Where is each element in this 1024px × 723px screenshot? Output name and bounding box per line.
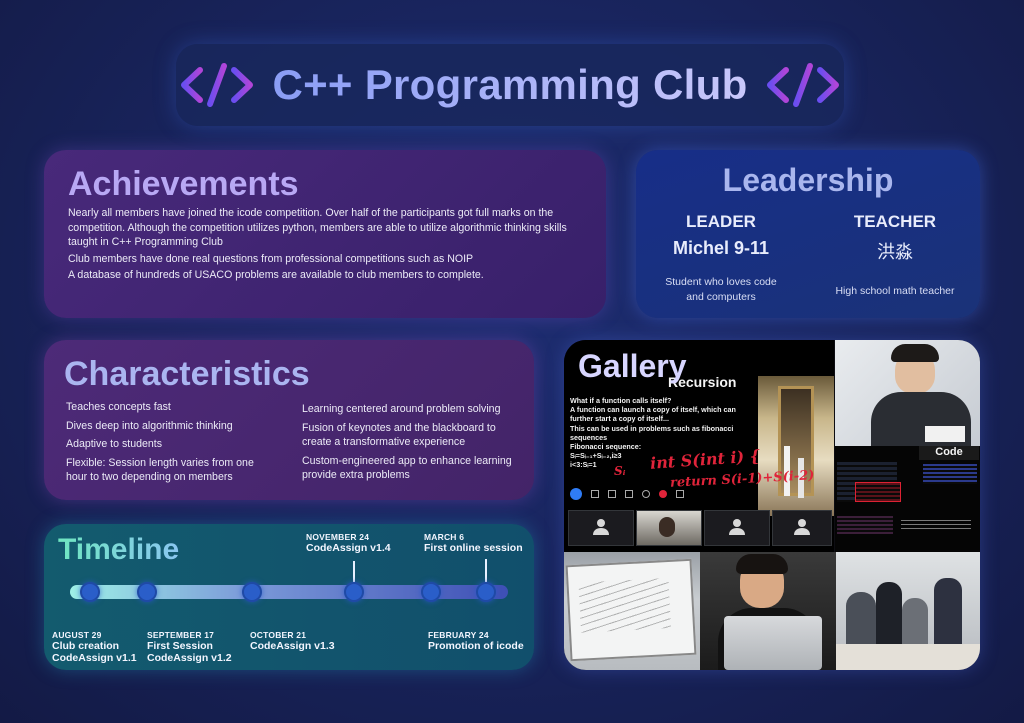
timeline-dot	[242, 582, 262, 602]
slide-line: Sᵢ=Sᵢ₋₁+Sᵢ₋₂,i≥3	[570, 451, 622, 461]
leader-name: Michel 9-11	[672, 238, 770, 258]
video-tile	[568, 510, 634, 546]
mirror-hallway-photo	[758, 376, 834, 516]
tool-icon	[676, 490, 684, 498]
slide-line: What if a function calls itself?	[570, 396, 672, 405]
leader-role: LEADER	[686, 212, 756, 231]
timeline-event: NOVEMBER 24 CodeAssign v1.4	[306, 532, 391, 554]
timeline-tick	[353, 561, 355, 585]
event-label: Promotion of icode	[428, 640, 524, 652]
code-brackets-icon-right	[766, 63, 839, 107]
characteristic-item: Adaptive to students	[66, 438, 162, 451]
slide-line: This can be used in problems such as fib…	[570, 423, 734, 442]
timeline-tick	[485, 559, 487, 583]
leadership-panel: Leadership LEADER Michel 9-11 Student wh…	[636, 150, 980, 318]
slide-line: A function can launch a copy of itself, …	[570, 405, 736, 424]
record-icon	[659, 490, 667, 498]
characteristic-item: Flexible: Session length varies from one…	[66, 456, 254, 484]
page-title: C++ Programming Club	[272, 61, 748, 108]
slide-line: i<3:Sᵢ=1	[570, 460, 597, 470]
event-label: First Session	[147, 640, 213, 652]
pen-tool-icon	[570, 488, 582, 500]
event-date: MARCH 6	[424, 532, 465, 542]
characteristic-item: Fusion of keynotes and the blackboard to…	[302, 421, 496, 449]
characteristic-item: Teaches concepts fast	[66, 401, 171, 413]
laptop-lid	[724, 616, 822, 670]
title-banner: C++ Programming Club	[176, 44, 844, 126]
event-date: OCTOBER 21	[250, 630, 307, 640]
timeline-panel: Timeline AUGUST 29 Club creation CodeAss…	[44, 524, 534, 670]
characteristic-item: Dives deep into algorithmic thinking	[66, 419, 233, 432]
characteristic-item: Learning centered around problem solving	[302, 403, 501, 415]
student-at-desk-photo	[835, 340, 980, 446]
event-label: Club creation	[52, 640, 120, 652]
timeline-event: MARCH 6 First online session	[424, 532, 523, 554]
characteristic-item: Custom-engineered app to enhance learnin…	[302, 454, 512, 482]
slide-line: Fibonacci sequence:	[570, 442, 642, 452]
video-tile	[772, 510, 832, 546]
timeline-event: FEBRUARY 24 Promotion of icode	[428, 630, 524, 652]
student-laptop-photo	[700, 552, 836, 670]
achievement-item: Club members have done real questions fr…	[68, 252, 474, 265]
characteristics-heading: Characteristics	[64, 355, 310, 393]
event-date: NOVEMBER 24	[306, 532, 370, 542]
timeline-dot	[421, 582, 441, 602]
leader-description: Student who loves code and computers	[665, 276, 777, 303]
event-date: FEBRUARY 24	[428, 630, 489, 640]
timeline-event: SEPTEMBER 17 First Session CodeAssign v1…	[147, 630, 232, 664]
user-avatar-icon	[729, 519, 745, 535]
timeline-dot	[476, 582, 496, 602]
tool-icon	[642, 490, 650, 498]
event-date: AUGUST 29	[52, 630, 102, 640]
teacher-role: TEACHER	[853, 212, 937, 231]
event-label: First online session	[424, 542, 523, 554]
slide-title: Recursion	[668, 374, 737, 390]
leader-card: LEADER Michel 9-11 Student who loves cod…	[646, 212, 796, 305]
group-classroom-photo	[836, 552, 980, 670]
event-date: SEPTEMBER 17	[147, 630, 215, 640]
event-label: CodeAssign v1.1	[52, 652, 137, 664]
video-tile	[704, 510, 770, 546]
tool-icon	[591, 490, 599, 498]
achievement-item: Nearly all members have joined the icode…	[68, 207, 567, 249]
leadership-heading: Leadership	[722, 162, 894, 198]
gallery-heading: Gallery	[578, 348, 687, 384]
event-label: CodeAssign v1.3	[250, 640, 335, 652]
code-slide-image: Code	[835, 446, 980, 552]
timeline-bar	[70, 585, 508, 599]
achievement-item: A database of hundreds of USACO problems…	[68, 269, 484, 282]
annotation-toolbar	[570, 486, 760, 502]
timeline-dot	[344, 582, 364, 602]
teacher-card: TEACHER 洪淼 High school math teacher	[820, 212, 970, 299]
gallery-panel: Gallery Recursion What if a function cal…	[564, 340, 980, 670]
characteristics-right-column: Learning centered around problem solving…	[302, 402, 512, 487]
video-tile	[636, 510, 702, 546]
whiteboard-photo	[564, 552, 700, 670]
characteristics-panel: Characteristics Teaches concepts fast Di…	[44, 340, 534, 500]
achievements-heading: Achievements	[68, 165, 299, 203]
tool-icon	[625, 490, 633, 498]
code-brackets-icon-left	[181, 63, 254, 107]
timeline-event: AUGUST 29 Club creation CodeAssign v1.1	[52, 630, 137, 664]
handwriting-s: Sᵢ	[614, 464, 626, 478]
user-avatar-icon	[794, 519, 810, 535]
recursion-slide-image: Recursion What if a function calls itsel…	[564, 340, 834, 552]
timeline-dot	[80, 582, 100, 602]
timeline-dot	[137, 582, 157, 602]
user-avatar-icon	[593, 519, 609, 535]
event-label: CodeAssign v1.4	[306, 542, 391, 554]
teacher-description: High school math teacher	[835, 285, 955, 297]
teacher-name: 洪淼	[877, 242, 913, 263]
achievements-panel: Achievements Nearly all members have joi…	[44, 150, 606, 318]
characteristics-left-column: Teaches concepts fast Dives deep into al…	[66, 400, 276, 489]
tool-icon	[608, 490, 616, 498]
timeline-heading: Timeline	[58, 530, 179, 570]
slide-text: What if a function calls itself? A funct…	[570, 396, 756, 470]
event-label: CodeAssign v1.2	[147, 652, 232, 664]
code-title: Code	[919, 446, 979, 460]
timeline-event: OCTOBER 21 CodeAssign v1.3	[250, 630, 335, 652]
